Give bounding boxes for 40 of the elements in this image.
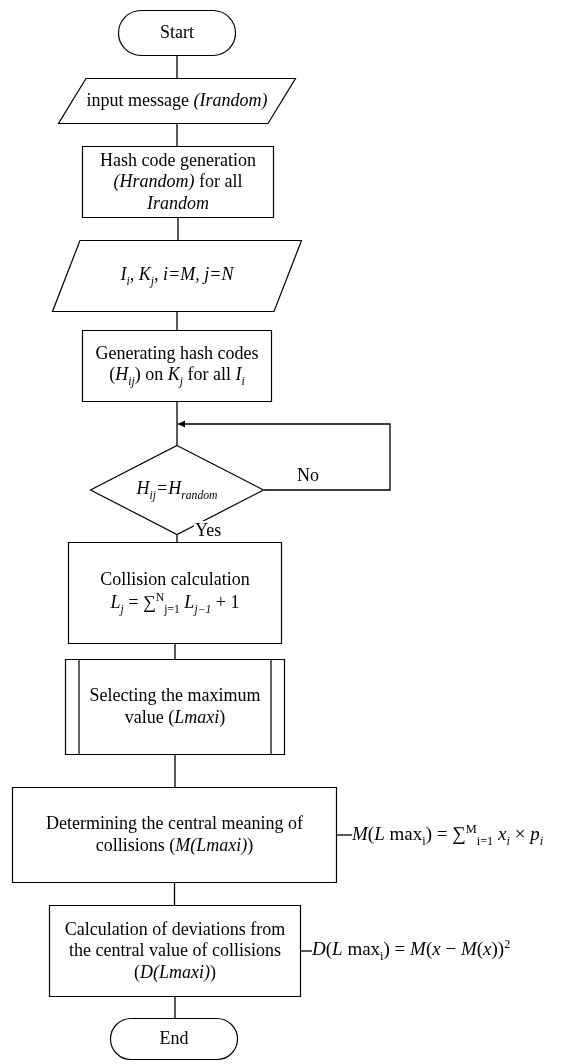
connector-line bbox=[176, 55, 178, 79]
process-box bbox=[82, 330, 272, 402]
input-parallelogram bbox=[58, 78, 296, 124]
input-parallelogram bbox=[52, 240, 302, 312]
node-text: Determining the central meaning of collisions (M(Lmaxi)) bbox=[45, 813, 304, 857]
arrow bbox=[177, 420, 391, 491]
node-text: input message (Irandom) bbox=[86, 90, 268, 112]
terminator-shape bbox=[118, 10, 236, 56]
connector-line bbox=[174, 754, 176, 788]
process-box bbox=[82, 146, 274, 218]
node-text: Start bbox=[160, 22, 194, 44]
node-text: Generating hash codes (H$_{ij}$) on K$_{j}$ for all I$_{i}$ bbox=[94, 342, 260, 390]
subroutine-box bbox=[65, 659, 285, 755]
leader-line bbox=[336, 834, 353, 836]
node-text: H$_{ij}$=H$_{random}$ bbox=[136, 477, 218, 503]
process-box bbox=[12, 787, 337, 883]
connector-line bbox=[176, 534, 178, 543]
leader-line bbox=[300, 950, 313, 952]
connector-line bbox=[176, 311, 178, 331]
node-text: Collision calculation bbox=[99, 569, 251, 591]
terminator-shape bbox=[110, 1018, 238, 1060]
connector-line bbox=[176, 123, 178, 147]
connector-line bbox=[173, 882, 176, 906]
node-text: I$_{i}$, K$_{j}$, i=M, j=N bbox=[120, 263, 234, 289]
node-text: End bbox=[159, 1028, 189, 1050]
node-text: Calculation of deviations from the central value of collisions (D(Lmaxi)) bbox=[63, 918, 287, 984]
connector-line bbox=[174, 996, 176, 1019]
process-box bbox=[68, 542, 282, 644]
connector-line bbox=[177, 217, 179, 241]
node-text: L$_{j}$ = ∑$^{N}$$_{j=1}$ L$_{j−1}$ + 1 bbox=[109, 591, 241, 617]
decision-diamond bbox=[90, 445, 264, 535]
formula-text: M(L max$_{i}$) = ∑$^{M}$$_{i=1}$ x$_{i}$ × p$_{i}$ bbox=[352, 821, 544, 849]
connector-line bbox=[176, 401, 178, 446]
formula-text: D(L max$_{i}$) = M(x − M(x))$^{2}$ bbox=[312, 936, 511, 964]
connector-line bbox=[174, 643, 176, 660]
edge-label: No bbox=[296, 466, 320, 484]
node-text: Hash code generation (Hrandom) for all Irandom bbox=[99, 149, 257, 215]
node-text: Selecting the maximum value (Lmaxi) bbox=[88, 685, 262, 729]
edge-label: Yes bbox=[194, 521, 223, 539]
process-box bbox=[49, 905, 301, 997]
